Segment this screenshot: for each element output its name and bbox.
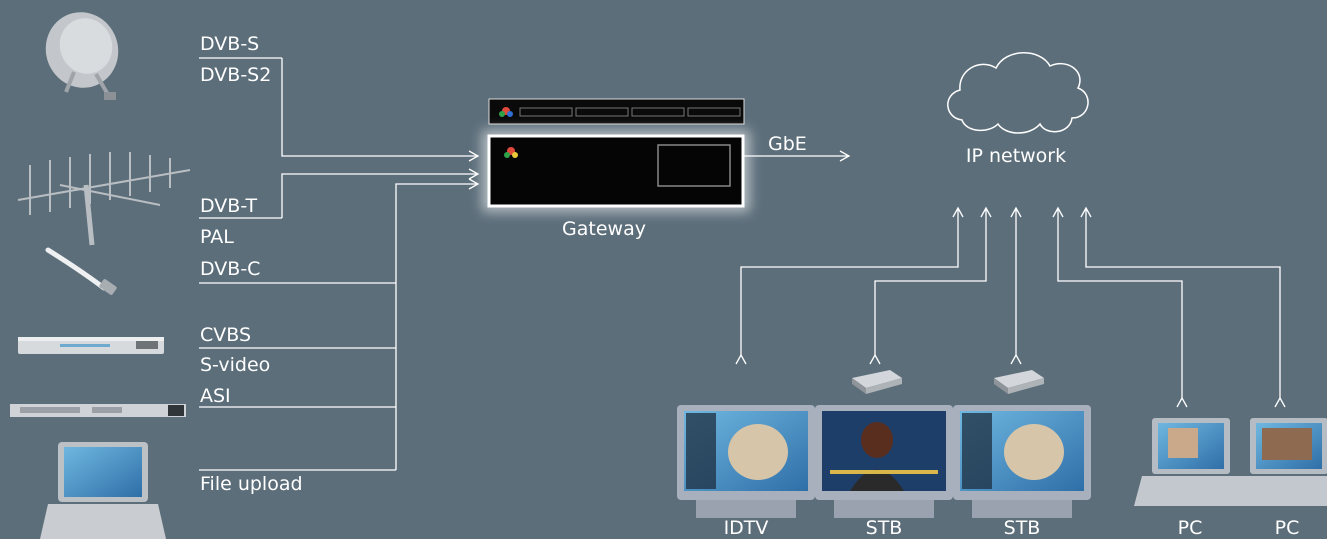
tv-screen-idtv <box>677 405 815 518</box>
label-s-video: S-video <box>200 354 270 376</box>
label-dvb-t: DVB-T <box>200 195 257 217</box>
tv-screen-stb <box>953 405 1091 518</box>
label-pal: PAL <box>200 226 234 248</box>
tv-screen-stb <box>815 405 953 518</box>
gbe-label: GbE <box>768 133 807 155</box>
label-dvb-s: DVB-S <box>200 33 259 55</box>
pc-laptop-icon <box>1232 418 1327 506</box>
network-connections <box>735 206 1286 408</box>
label-dvb-c: DVB-C <box>200 258 260 280</box>
pc-laptop-icon <box>1134 418 1248 506</box>
label-idtv: IDTV <box>724 517 769 539</box>
ip-network-label: IP network <box>966 145 1066 167</box>
antenna-icon <box>17 152 191 246</box>
label-dvb-s2: DVB-S2 <box>200 64 271 86</box>
input-connectors <box>199 57 480 471</box>
satellite-dish-icon <box>45 12 119 100</box>
label-stb-1: STB <box>866 517 903 539</box>
label-asi: ASI <box>200 385 231 407</box>
cloud-icon <box>947 52 1089 134</box>
label-file-upload: File upload <box>200 473 303 495</box>
rack-unit-icon <box>10 404 186 417</box>
cable-icon <box>45 247 117 295</box>
gateway-device <box>482 98 750 212</box>
set-top-box-icon <box>852 370 902 394</box>
label-pc-2: PC <box>1275 517 1300 539</box>
label-pc-1: PC <box>1178 517 1203 539</box>
label-cvbs: CVBS <box>200 324 251 346</box>
gateway-label: Gateway <box>562 218 646 240</box>
label-stb-2: STB <box>1004 517 1041 539</box>
receiver-box-icon <box>18 337 164 354</box>
laptop-icon <box>40 442 166 539</box>
set-top-box-icon <box>994 370 1044 394</box>
